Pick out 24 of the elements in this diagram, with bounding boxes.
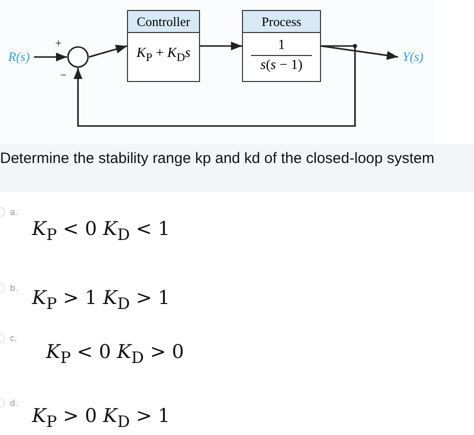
arrow	[200, 42, 242, 50]
denominator: s(s − 1)	[259, 57, 304, 75]
option-letter: b.	[10, 283, 18, 293]
arrow	[34, 52, 67, 62]
question-text: Determine the stability range kp and kd of the closed-loop system	[0, 150, 434, 167]
signal-label: R(s)	[4, 48, 34, 66]
option-letter: a.	[10, 207, 18, 217]
transfer-function: K$_{P}$ + K$_{D}$s	[135, 46, 192, 64]
answer-option: K$_{P}$ < 0 K$_{D}$ < 1	[32, 218, 170, 244]
block-title: Controller	[128, 11, 199, 33]
block	[242, 10, 321, 82]
block	[127, 10, 200, 82]
arrow	[88, 44, 128, 58]
plus-sign: +	[55, 36, 62, 51]
option-letter: c.	[10, 333, 18, 343]
answer-option: K$_{P}$ > 0 K$_{D}$ > 1	[32, 405, 170, 431]
block-title: Process	[243, 11, 320, 33]
signal-label: Y(s)	[398, 48, 428, 66]
minus-sign: −	[60, 68, 67, 83]
option-letter: d.	[10, 398, 18, 408]
answer-option: K$_{P}$ > 1 K$_{D}$ > 1	[32, 287, 170, 313]
arrow	[74, 45, 356, 127]
answer-option: K$_{P}$ < 0 K$_{D}$ > 0	[46, 341, 184, 367]
numerator: 1	[277, 38, 286, 54]
